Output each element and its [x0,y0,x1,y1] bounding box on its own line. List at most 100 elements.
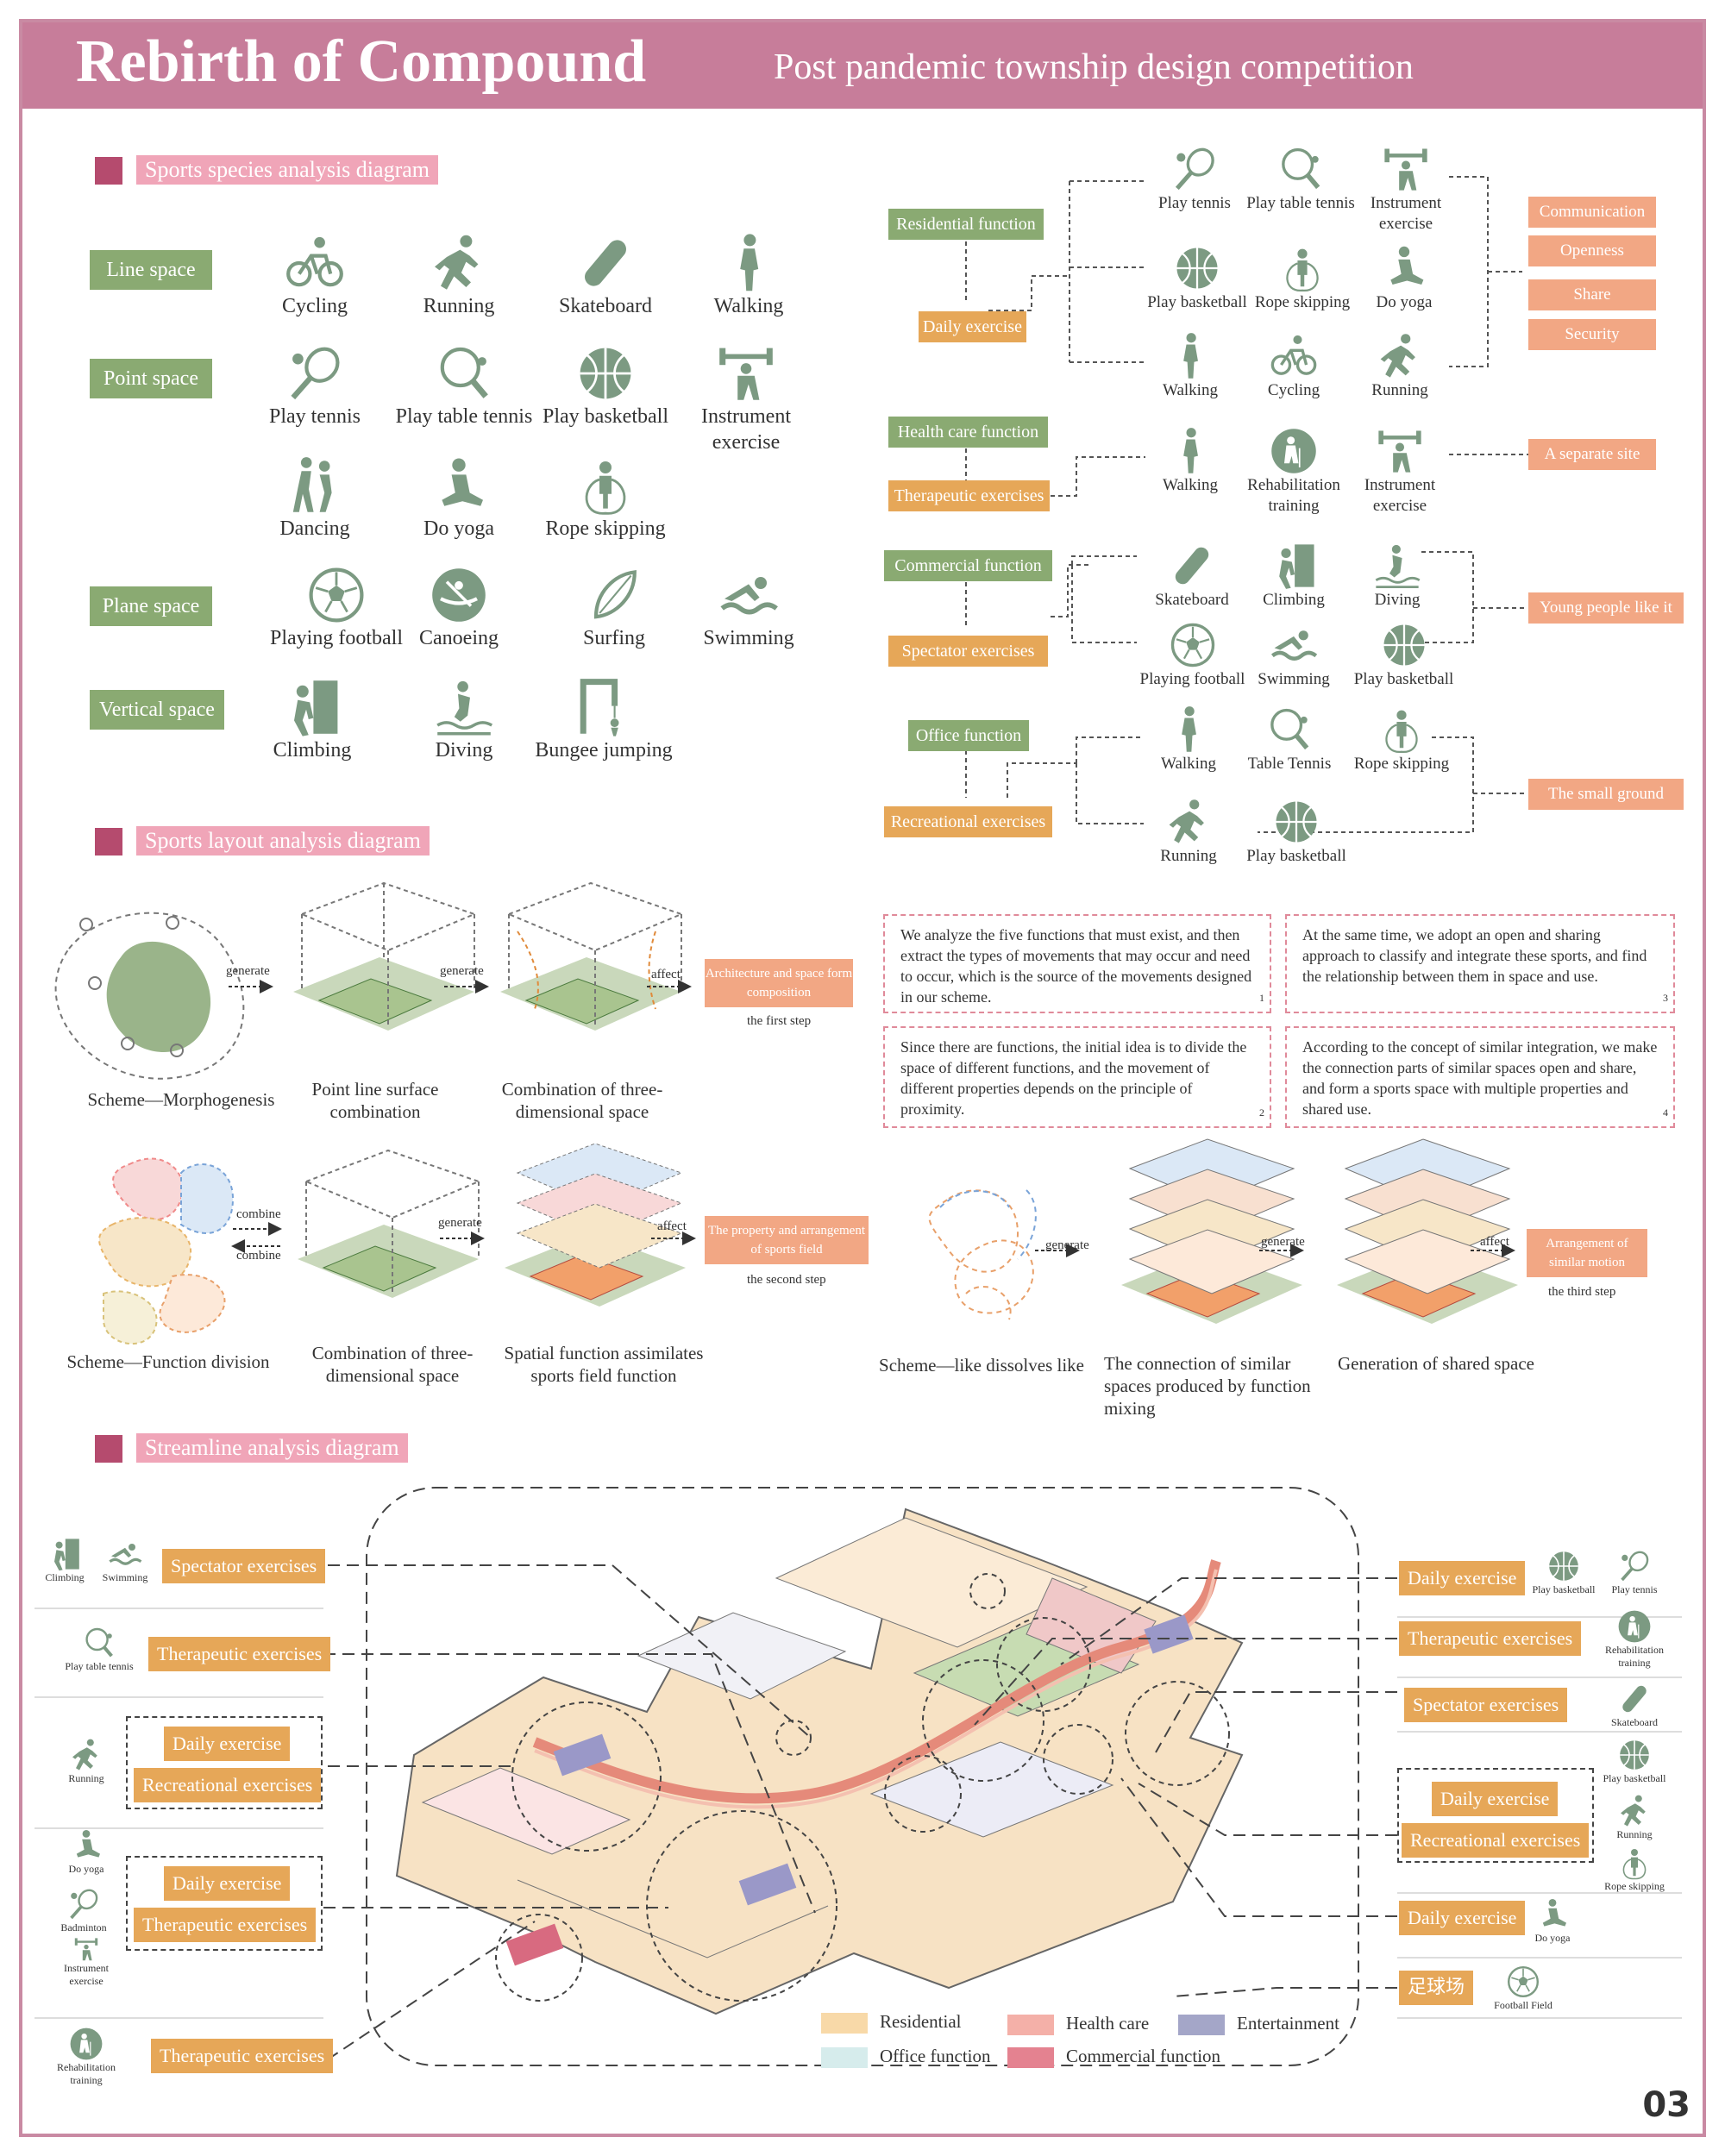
caption-dissolves: Scheme—like dissolves like [879,1355,1084,1376]
badminton-icon [66,1884,103,1921]
separate-site-tag: A separate site [1528,439,1656,470]
map-label: Walking [1161,755,1216,773]
species-swimming: Swimming [671,565,826,651]
species-label: Cycling [282,295,348,317]
sl-tag-daily-right: Daily exercise [1432,1782,1559,1816]
species-label: Play basketball [543,405,668,428]
map-label: Play tennis [1158,194,1231,212]
sl-rehab-right: Rehabilitation training [1596,1609,1673,1670]
sl-label: Play basketball [1532,1583,1596,1595]
map-h-walking: Walking [1130,427,1251,496]
sl-group-box [126,1856,323,1951]
map-label: Running [1371,381,1428,399]
sl-tag-spectator: Spectator exercises [162,1549,326,1583]
share-tag: Share [1528,279,1656,310]
map-label: Running [1160,847,1217,865]
sl-badminton: Badminton [45,1884,122,1934]
small-ground-tag: The small ground [1528,779,1684,810]
generate-label: generate [440,964,484,978]
text-box-3: At the same time, we adopt an open and s… [1285,914,1675,1013]
text-box-content: At the same time, we adopt an open and s… [1302,926,1647,985]
sl-label: Instrument exercise [64,1962,109,1987]
legend-swatch [821,2047,868,2069]
species-running: Running [381,233,536,319]
caption-morphogenesis: Scheme—Morphogenesis [87,1089,275,1110]
map-label: Play basketball [1246,847,1346,865]
section-marker [95,1435,122,1463]
sl-tag-recreational: Recreational exercises [134,1768,322,1802]
sl-label: Running [1616,1828,1653,1840]
tag-line-space: Line space [90,250,212,290]
generate-label: generate [1261,1235,1305,1249]
recreational-tag: Recreational exercises [884,806,1052,837]
caption-3d-space: Combination of three-dimensional space [501,1079,663,1122]
sl-instrument: Instrument exercise [47,1936,125,1988]
map-label: Rehabilitation training [1247,476,1340,515]
spectator-tag: Spectator exercises [888,636,1048,667]
page-subtitle: Post pandemic township design competitio… [774,47,1414,87]
legend-residential: Residential [821,2011,961,2034]
map-c-skate: Skateboard [1132,542,1252,611]
map-o-bb: Play basketball [1232,798,1361,867]
text-box-number: 3 [1663,992,1668,1004]
sl-tag-daily: Daily exercise [164,1727,291,1761]
species-label: Climbing [273,739,352,761]
map-o-rope: Rope skipping [1341,705,1462,774]
rehabilitation-icon [69,2027,104,2061]
legend-health: Health care [1007,2013,1149,2036]
running-icon [1617,1794,1652,1828]
caption-3d-space-2: Combination of three-dimensional space [311,1343,474,1386]
sl-tag-spectator-right: Spectator exercises [1404,1688,1568,1722]
section-title: Sports layout analysis diagram [136,826,430,856]
sl-label: Climbing [45,1571,85,1583]
species-climbing: Climbing [235,677,390,763]
legend-commercial: Commercial function [1007,2046,1221,2069]
yoga-icon [1535,1897,1570,1932]
map-label: Rope skipping [1254,293,1351,311]
map-label: Cycling [1267,381,1320,399]
sl-label: Rehabilitation training [1605,1644,1664,1669]
map-rope: Rope skipping [1242,244,1363,313]
sl-tag-daily-right: Daily exercise [1399,1561,1526,1595]
climbing-icon [47,1537,82,1571]
tag-vertical-space: Vertical space [90,690,224,730]
caption-point-line: Point line surface combination [311,1079,439,1122]
caption-shared-space: Generation of shared space [1338,1353,1534,1374]
legend-label: Office function [880,2046,991,2066]
legend-label: Commercial function [1066,2046,1221,2066]
map-h-rehab: Rehabilitation training [1229,427,1358,517]
sl-rehab: Rehabilitation training [47,2027,125,2087]
sl-tag-football-field: 足球场 [1399,1971,1474,2005]
affect-label: affect [657,1219,687,1233]
sl-label: Play tennis [1611,1583,1658,1595]
rehabilitation-icon [1617,1609,1652,1644]
sl-label: Running [68,1772,104,1784]
text-box-4: According to the concept of similar inte… [1285,1026,1675,1128]
step2-tag: The property and arrangement of sports f… [705,1216,869,1264]
security-tag: Security [1528,319,1656,350]
map-label: Skateboard [1155,591,1229,609]
health-care-tag: Health care function [888,417,1048,448]
map-label: Do yoga [1376,293,1433,311]
species-dancing: Dancing [237,455,392,542]
map-basketball: Play basketball [1128,244,1266,313]
map-yoga: Do yoga [1344,244,1465,313]
sl-running-right: Running [1596,1794,1673,1841]
step3-label: the third step [1548,1285,1616,1299]
openness-tag: Openness [1528,235,1656,266]
sl-climbing: Climbing [26,1537,104,1584]
office-function-tag: Office function [908,720,1029,751]
legend-office: Office function [821,2046,991,2069]
species-label: Dancing [279,517,350,540]
species-label: Play table tennis [395,405,533,428]
map-label: Walking [1163,381,1218,399]
map-label: Instrument exercise [1364,476,1436,515]
section-title: Sports species analysis diagram [136,155,438,185]
sl-label: Rope skipping [1604,1880,1665,1892]
sl-tennis: Play tennis [1596,1546,1673,1596]
generate-label: generate [1045,1238,1089,1252]
sl-tag-therapeutic: Therapeutic exercises [134,1908,317,1942]
page-title: Rebirth of Compound [76,28,647,95]
map-label: Play basketball [1353,670,1454,688]
species-yoga: Do yoga [381,455,536,542]
